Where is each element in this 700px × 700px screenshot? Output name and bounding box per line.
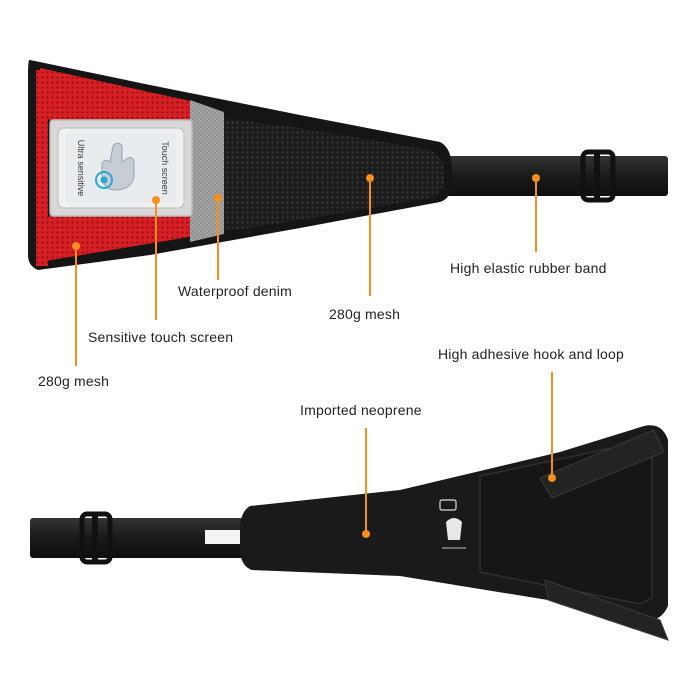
callout-mesh-side-leader [72, 242, 80, 366]
touch-target-icon [95, 171, 113, 189]
callout-touch-leader [152, 196, 160, 320]
elastic-strap-top [440, 156, 668, 196]
callout-hook-leader [548, 372, 556, 482]
callout-mesh-top-leader [366, 174, 374, 296]
callout-denim-leader [214, 194, 222, 280]
red-mesh-upper [40, 68, 195, 120]
brand-logo [439, 499, 466, 549]
label-waterproof-denim: Waterproof denim [178, 283, 292, 299]
strap-tag [205, 530, 245, 544]
label-mesh-top: 280g mesh [329, 306, 401, 322]
phone-device: Ultra sensitive Touch screen [57, 127, 185, 209]
black-mesh-panel [222, 118, 444, 232]
label-mesh-side: 280g mesh [38, 373, 110, 389]
hand-icon [101, 142, 135, 191]
bottom-product [30, 425, 669, 641]
label-touch-screen: Sensitive touch screen [88, 329, 234, 345]
denim-strip [190, 100, 224, 242]
top-product: Ultra sensitive Touch screen [28, 59, 668, 270]
hook-loop-strap-lower [544, 579, 669, 641]
elastic-strap-bottom [30, 518, 252, 558]
screen-text-line1: Ultra sensitive [76, 140, 86, 197]
label-neoprene: Imported neoprene [300, 402, 422, 418]
screen-text-line2: Touch screen [160, 141, 170, 195]
callout-band-leader [532, 174, 540, 252]
hook-loop-strap-upper [539, 429, 665, 499]
callout-neoprene-leader [362, 428, 370, 538]
label-hook-and-loop: High adhesive hook and loop [438, 346, 624, 362]
red-mesh-left [36, 70, 48, 266]
label-elastic-band: High elastic rubber band [450, 260, 607, 276]
